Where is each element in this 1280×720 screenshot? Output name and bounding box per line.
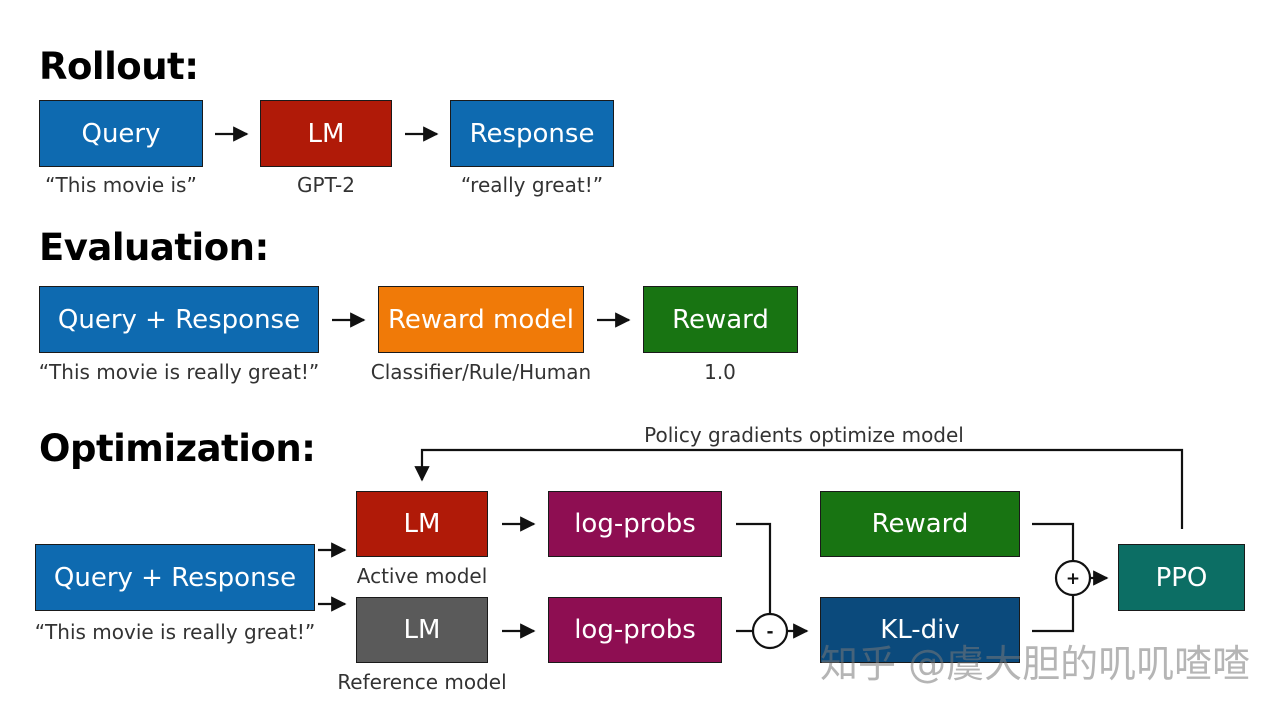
optimization-heading: Optimization: bbox=[39, 427, 316, 470]
minus-operator-circle bbox=[751, 612, 789, 650]
minus-operator-label: - bbox=[766, 622, 773, 642]
watermark: 知乎 @虞大胆的叽叽喳喳 bbox=[820, 642, 1251, 686]
line-kl-div-to-plus bbox=[1032, 595, 1075, 633]
active-lm-box: LM bbox=[356, 491, 488, 557]
reference-lm-box: LM bbox=[356, 597, 488, 663]
rollout-query-box: Query bbox=[39, 100, 203, 167]
evaluation-query-response-box: Query + Response bbox=[39, 286, 319, 353]
optimization-reward-box: Reward bbox=[820, 491, 1020, 557]
plus-operator-circle bbox=[1054, 559, 1092, 597]
rollout-lm-box: LM bbox=[260, 100, 392, 167]
evaluation-heading: Evaluation: bbox=[39, 226, 269, 269]
optimization-query-response-caption: “This movie is really great!” bbox=[34, 620, 316, 644]
rollout-response-caption: “really great!” bbox=[460, 173, 604, 197]
kl-div-box: KL-div bbox=[820, 597, 1020, 663]
arrow-ppo-feedback-to-active-lm bbox=[414, 448, 1184, 529]
optimization-query-response-box: Query + Response bbox=[35, 544, 315, 611]
rollout-response-box: Response bbox=[450, 100, 614, 167]
reference-lm-caption: Reference model bbox=[337, 670, 507, 694]
line-active-logprobs-to-minus bbox=[736, 522, 772, 614]
rollout-lm-caption: GPT-2 bbox=[297, 173, 355, 197]
feedback-label: Policy gradients optimize model bbox=[644, 423, 964, 447]
line-reward-to-plus bbox=[1032, 522, 1075, 561]
rollout-heading: Rollout: bbox=[39, 45, 199, 88]
evaluation-query-response-caption: “This movie is really great!” bbox=[38, 360, 320, 384]
reward-model-box: Reward model bbox=[378, 286, 584, 353]
reference-logprobs-box: log-probs bbox=[548, 597, 722, 663]
plus-operator-label: + bbox=[1066, 569, 1080, 589]
active-logprobs-box: log-probs bbox=[548, 491, 722, 557]
evaluation-reward-box: Reward bbox=[643, 286, 798, 353]
reward-model-caption: Classifier/Rule/Human bbox=[370, 360, 592, 384]
evaluation-reward-caption: 1.0 bbox=[704, 360, 736, 384]
ppo-box: PPO bbox=[1118, 544, 1245, 611]
rollout-query-caption: “This movie is” bbox=[45, 173, 197, 197]
active-lm-caption: Active model bbox=[356, 564, 488, 588]
